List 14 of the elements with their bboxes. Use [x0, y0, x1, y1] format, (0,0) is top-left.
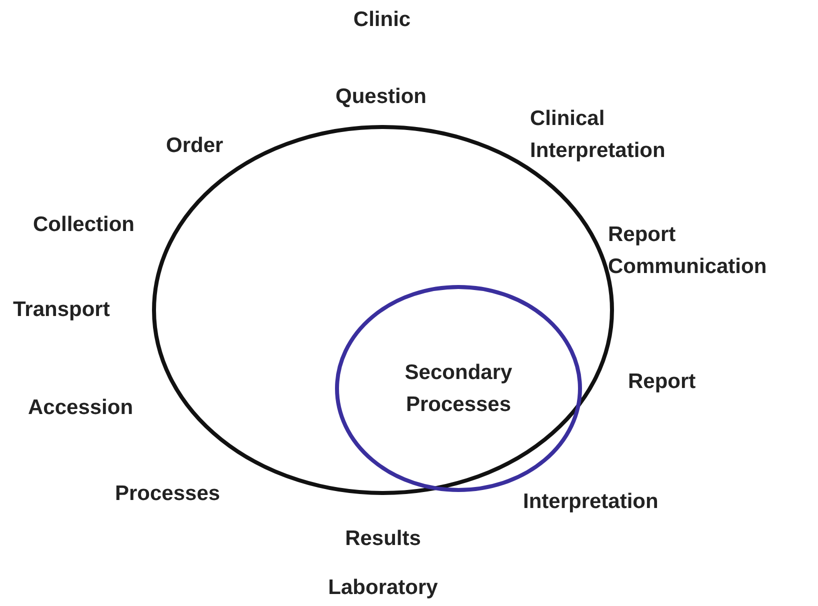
- stage-label: Report: [628, 369, 696, 395]
- stage-label: Interpretation: [523, 489, 658, 515]
- stage-label: Clinic: [353, 7, 411, 33]
- stage-label: Report Communication: [608, 222, 768, 280]
- stage-label: Results: [345, 526, 421, 552]
- stage-label: Processes: [115, 481, 220, 507]
- stage-label: Question: [335, 84, 426, 110]
- stage-label: Order: [166, 133, 224, 159]
- stage-label: Transport: [13, 297, 110, 323]
- stage-label: Clinical Interpretation: [530, 106, 666, 164]
- stage-label: Collection: [33, 212, 135, 238]
- stage-label: Laboratory: [328, 575, 438, 601]
- stage-label: Accession: [28, 395, 134, 421]
- node-label: Secondary Processes: [404, 360, 514, 418]
